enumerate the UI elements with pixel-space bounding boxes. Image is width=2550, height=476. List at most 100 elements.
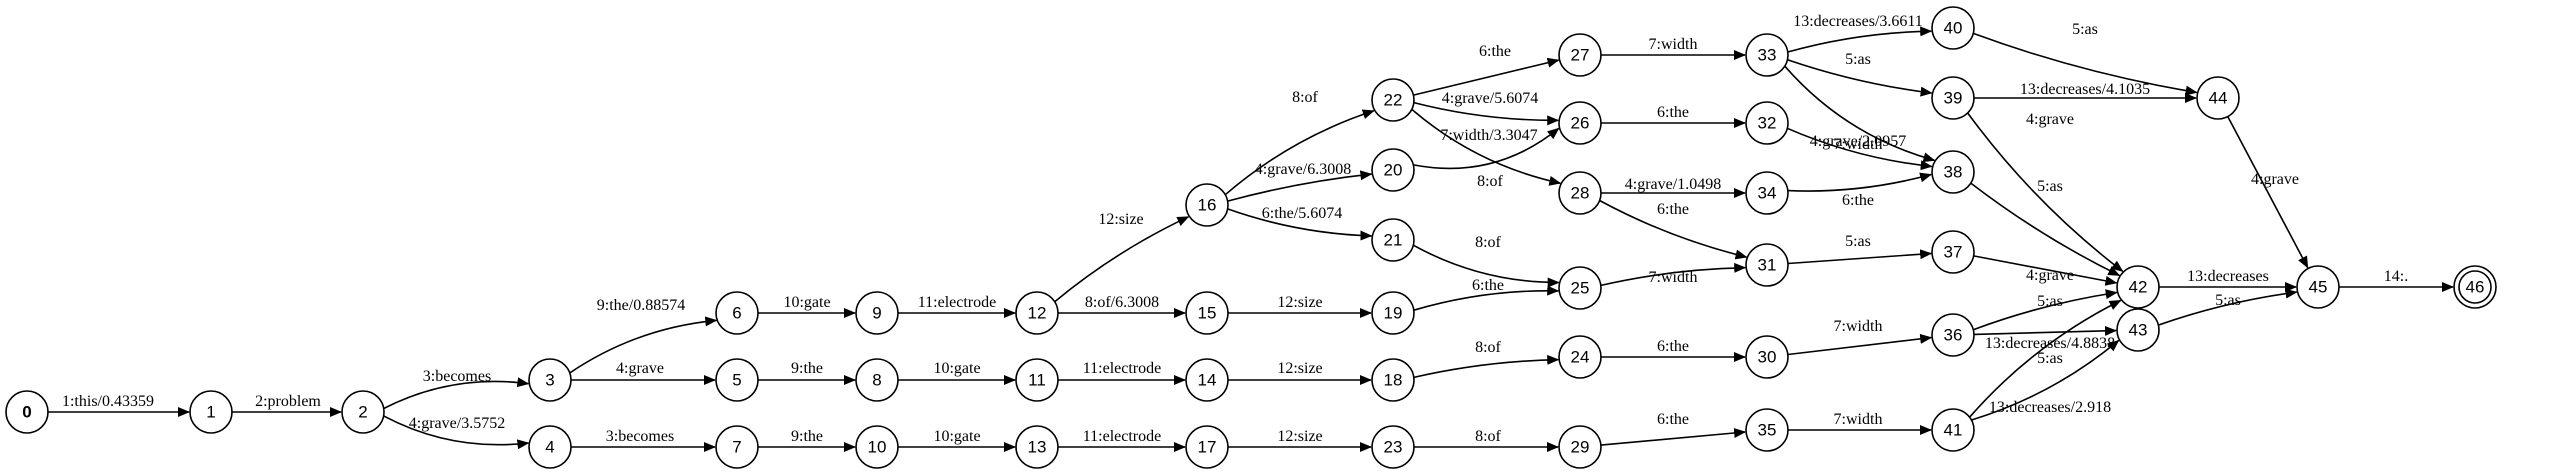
- state-circle: [528, 358, 572, 402]
- state-node: 4: [528, 425, 572, 469]
- edge-arrow: [1787, 333, 1933, 356]
- edge-0-1: 1:this/0.43359: [48, 393, 190, 417]
- state-node: 9: [855, 291, 899, 335]
- edge-label: 14:.: [2384, 268, 2408, 285]
- state-circle: [1371, 291, 1415, 335]
- state-node: 21: [1371, 218, 1415, 262]
- edge-19-25: 6:the: [1413, 277, 1560, 311]
- state-node: 39: [1931, 76, 1975, 120]
- edge-30-36: 7:width: [1787, 318, 1933, 356]
- state-circle: [341, 390, 385, 434]
- edge-label: 3:becomes: [423, 368, 491, 385]
- state-node: 13: [1015, 425, 1059, 469]
- state-node: 20: [1371, 148, 1415, 192]
- edge-label: 5:as: [2037, 293, 2063, 310]
- edge-arrow: [1600, 428, 1747, 446]
- state-node: 36: [1931, 313, 1975, 357]
- edge-4-7: 3:becomes: [571, 428, 716, 452]
- edge-16-20: 4:grave/6.3008: [1227, 161, 1373, 202]
- edge-15-19: 12:size: [1228, 294, 1372, 318]
- state-circle: [1558, 335, 1602, 379]
- state-circle: [1745, 243, 1789, 287]
- state-label: 46: [2466, 278, 2485, 297]
- edge-12-15: 8:of/6.3008: [1058, 294, 1186, 318]
- edge-arrow: [1968, 299, 2122, 418]
- state-node: 35: [1745, 408, 1789, 452]
- edge-arrow: [383, 377, 530, 410]
- edge-18-24: 8:of: [1413, 339, 1560, 379]
- edge-label: 5:as: [1845, 233, 1871, 250]
- edge-label: 11:electrode: [918, 294, 996, 311]
- edge-28-34: 4:grave/1.0498: [1601, 176, 1746, 198]
- state-node: 45: [2296, 265, 2340, 309]
- edge-20-26: 8:of: [1413, 127, 1560, 190]
- edge-label: 6:the: [1842, 192, 1874, 209]
- state-label: 1: [206, 403, 215, 422]
- edge-3-6: 9:the/0.88574: [569, 297, 718, 374]
- edge-label: 12:size: [1098, 211, 1143, 228]
- state-label: 32: [1758, 114, 1777, 133]
- edge-33-40: 13:decreases/3.6611: [1787, 13, 1933, 53]
- state-label: 27: [1571, 46, 1590, 65]
- edge-label: 5:as: [1845, 51, 1871, 68]
- state-label: 43: [2129, 321, 2148, 340]
- edge-2-4: 4:grave/3.5752: [383, 415, 530, 450]
- edge-label: 4:grave/1.0498: [1625, 176, 1721, 193]
- state-label: 8: [872, 371, 881, 390]
- edge-arrow: [1413, 57, 1560, 96]
- state-circle: [855, 291, 899, 335]
- edge-label: 7:width: [1834, 318, 1883, 335]
- edge-label: 9:the: [791, 428, 823, 445]
- state-label: 7: [732, 438, 741, 457]
- edge-41-42: 5:as: [1968, 299, 2122, 418]
- edge-arrow: [1227, 208, 1373, 241]
- edge-label: 3:becomes: [606, 428, 674, 445]
- edge-arrow: [2158, 288, 2298, 326]
- state-circle: [2196, 76, 2240, 120]
- edge-39-44: 13:decreases/4.1035: [1974, 81, 2197, 103]
- state-circle: [855, 425, 899, 469]
- state-circle: [1015, 291, 1059, 335]
- state-label: 5: [732, 371, 741, 390]
- edge-7-10: 9:the: [758, 428, 856, 452]
- final-state-inner-ring: [2458, 270, 2492, 304]
- start-state-node: 0: [5, 390, 49, 434]
- state-circle: [189, 390, 233, 434]
- edge-45-46: 14:.: [2339, 268, 2454, 292]
- edge-arrow: [1970, 182, 2121, 277]
- state-circle: [1745, 335, 1789, 379]
- edge-arrow: [1227, 170, 1373, 202]
- state-label: 18: [1384, 371, 1403, 390]
- edge-arrow: [1973, 289, 2118, 331]
- edge-16-21: 6:the/5.6074: [1227, 205, 1373, 241]
- state-node: 32: [1745, 101, 1789, 145]
- state-node: 37: [1931, 230, 1975, 274]
- state-node: 29: [1558, 425, 1602, 469]
- state-label: 39: [1944, 89, 1963, 108]
- state-node: 6: [715, 291, 759, 335]
- edge-label: 6:the: [1657, 104, 1689, 121]
- state-circle: [1015, 358, 1059, 402]
- state-label: 31: [1758, 256, 1777, 275]
- state-label: 28: [1571, 184, 1590, 203]
- edge-3-5: 4:grave: [570, 360, 716, 385]
- state-circle: [1558, 266, 1602, 310]
- state-label: 13: [1028, 438, 1047, 457]
- edge-22-26: 4:grave/5.6074: [1413, 90, 1560, 126]
- edge-36-42: 5:as: [1973, 289, 2118, 331]
- edge-label: 9:the: [791, 360, 823, 377]
- edge-17-23: 12:size: [1228, 428, 1372, 452]
- edge-arrow: [1787, 26, 1933, 53]
- edge-label: 6:the: [1657, 201, 1689, 218]
- state-circle: [1185, 358, 1229, 402]
- state-circle: [1185, 291, 1229, 335]
- edge-arrow: [1413, 101, 1560, 126]
- edge-label: 8:of: [1292, 89, 1318, 106]
- state-circle: [1745, 171, 1789, 215]
- edge-label: 13:decreases: [2187, 268, 2269, 285]
- edge-label: 6:the: [1657, 338, 1689, 355]
- edge-label: 5:as: [2215, 292, 2241, 309]
- state-label: 38: [1944, 163, 1963, 182]
- edge-label: 5:as: [2037, 178, 2063, 195]
- state-node: 42: [2116, 265, 2160, 309]
